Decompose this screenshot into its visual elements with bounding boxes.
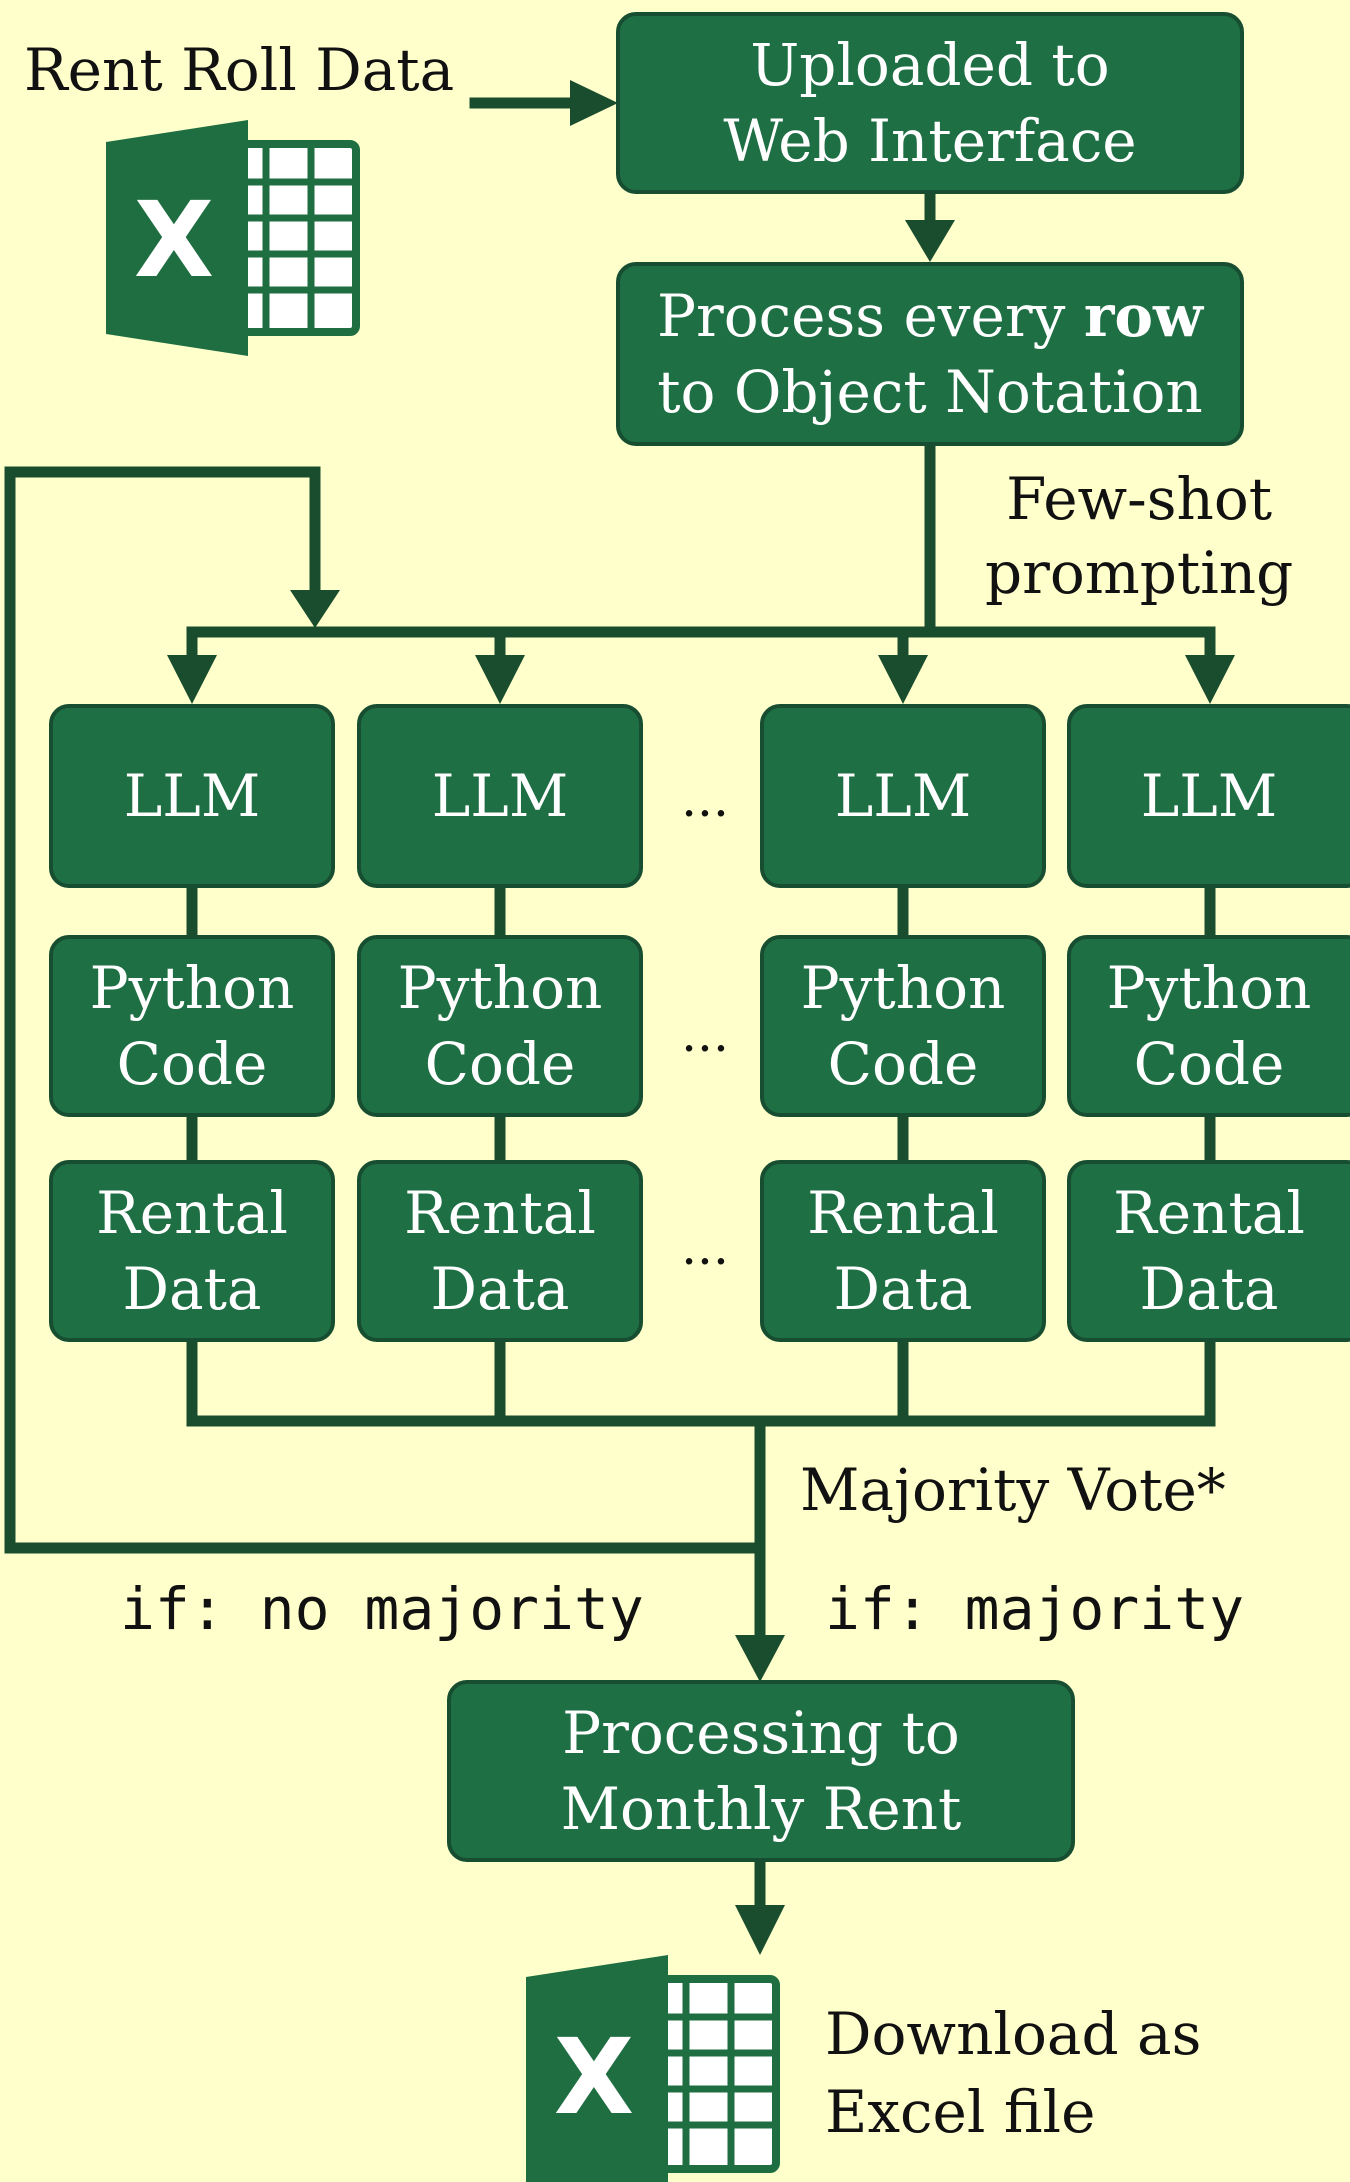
python-code-line-3a: Python [800, 954, 1006, 1022]
source-label: Rent Roll Data [24, 36, 455, 104]
rental-data-box-1: Rental Data [49, 1160, 335, 1342]
python-code-line-1b: Code [116, 1030, 268, 1098]
upload-line-1: Uploaded to [750, 31, 1110, 99]
python-code-line-4b: Code [1133, 1030, 1285, 1098]
excel-icon-source: X [106, 120, 360, 356]
download-line-2: Excel file [825, 2078, 1096, 2146]
rental-data-box-2: Rental Data [357, 1160, 643, 1342]
rental-data-line-1b: Data [122, 1255, 262, 1323]
monthly-line-1: Processing to [562, 1699, 960, 1767]
llm-label-4: LLM [1140, 762, 1278, 830]
arrowhead-monthly [735, 1635, 785, 1682]
llm-label-2: LLM [431, 762, 569, 830]
process-box: Process every row to Object Notation [616, 262, 1244, 446]
arrowhead-upload [570, 80, 618, 126]
rental-data-line-3b: Data [833, 1255, 973, 1323]
few-shot-label: Few-shot prompting [985, 462, 1293, 610]
rental-data-line-2b: Data [430, 1255, 570, 1323]
ellipsis-data: ... [681, 1218, 729, 1276]
python-code-box-1: Python Code [49, 935, 335, 1117]
upload-line-2: Web Interface [723, 107, 1137, 175]
few-shot-line-2: prompting [985, 539, 1294, 607]
process-line-2: to Object Notation [657, 358, 1203, 426]
few-shot-line-1: Few-shot [1006, 465, 1273, 533]
rental-data-line-4b: Data [1139, 1255, 1279, 1323]
arrowhead-process [905, 220, 955, 262]
majority-label: if: majority [825, 1575, 1245, 1643]
majority-vote-label: Majority Vote* [800, 1456, 1226, 1524]
rental-data-box-4: Rental Data [1067, 1160, 1350, 1342]
rental-data-line-3a: Rental [807, 1179, 999, 1247]
arrowhead-loop [290, 590, 340, 628]
monthly-line-2: Monthly Rent [560, 1775, 962, 1843]
rental-data-line-1a: Rental [96, 1179, 288, 1247]
process-line-1: Process every row [657, 278, 1203, 354]
arrowhead-llm-4 [1185, 655, 1235, 704]
arrowhead-download [735, 1905, 785, 1955]
ellipsis-llm: ... [681, 770, 729, 828]
rental-data-line-2a: Rental [404, 1179, 596, 1247]
process-line-1-prefix: Process every [657, 282, 1084, 350]
excel-x-glyph: X [554, 2016, 634, 2138]
python-code-box-4: Python Code [1067, 935, 1350, 1117]
excel-icon-output: X [526, 1955, 780, 2182]
python-code-line-1a: Python [89, 954, 295, 1022]
arrowhead-llm-2 [475, 655, 525, 704]
monthly-rent-box: Processing to Monthly Rent [447, 1680, 1075, 1862]
python-code-line-3b: Code [827, 1030, 979, 1098]
llm-label-3: LLM [834, 762, 972, 830]
arrowhead-llm-3 [878, 655, 928, 704]
llm-label-1: LLM [123, 762, 261, 830]
python-code-line-2b: Code [424, 1030, 576, 1098]
download-line-1: Download as [825, 2000, 1202, 2068]
llm-box-1: LLM [49, 704, 335, 888]
no-majority-label: if: no majority [120, 1575, 644, 1643]
rental-data-line-4a: Rental [1113, 1179, 1305, 1247]
llm-box-3: LLM [760, 704, 1046, 888]
python-code-line-4a: Python [1106, 954, 1312, 1022]
python-code-box-2: Python Code [357, 935, 643, 1117]
excel-x-glyph: X [134, 179, 214, 301]
ellipsis-code: ... [681, 1005, 729, 1063]
upload-box: Uploaded to Web Interface [616, 12, 1244, 194]
python-code-box-3: Python Code [760, 935, 1046, 1117]
llm-box-2: LLM [357, 704, 643, 888]
llm-box-4: LLM [1067, 704, 1350, 888]
rental-data-box-3: Rental Data [760, 1160, 1046, 1342]
python-code-line-2a: Python [397, 954, 603, 1022]
arrowhead-llm-1 [167, 655, 217, 704]
download-label: Download as Excel file [825, 1995, 1201, 2151]
process-line-1-bold: row [1083, 282, 1203, 350]
